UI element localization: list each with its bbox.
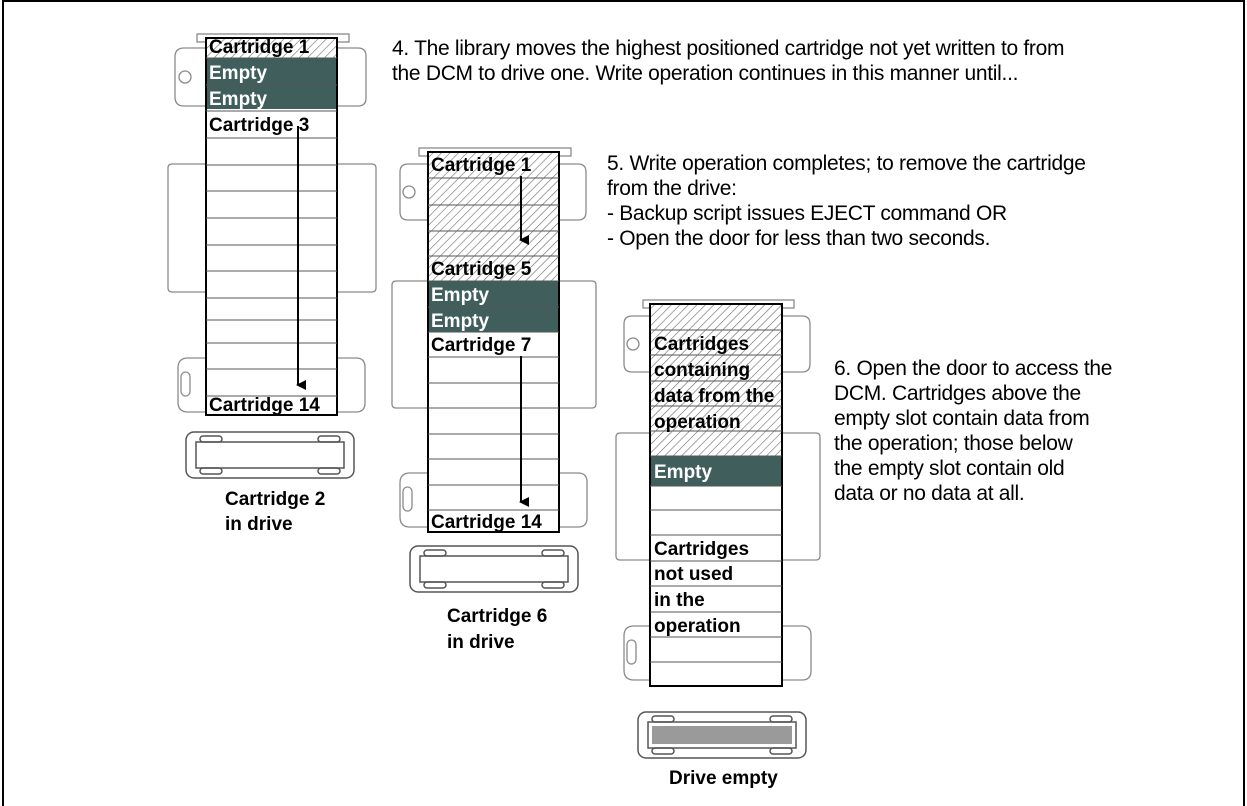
tape-drive-1 — [185, 431, 355, 479]
tape-drive-2 — [409, 545, 579, 593]
slot-label: operation — [654, 616, 741, 637]
slot-label: operation — [654, 412, 741, 433]
magazine-housing-3 — [615, 299, 821, 681]
frame-border-top — [2, 0, 1245, 2]
drive-caption: in drive — [225, 514, 293, 535]
step-4-text: 4. The library moves the highest positio… — [392, 36, 1065, 86]
drive-slot-empty — [652, 726, 792, 744]
slot-label: in the — [654, 590, 705, 611]
slot-label-empty: Empty — [654, 462, 713, 483]
slot-label: not used — [654, 564, 733, 585]
slot-label: Cartridges — [654, 539, 749, 560]
slot-label-empty: Empty — [431, 311, 490, 332]
slot-label-empty: Empty — [209, 89, 268, 110]
slot-label-empty: Empty — [431, 285, 490, 306]
tape-drive-3 — [637, 711, 807, 759]
step-5-line: from the drive: — [607, 177, 737, 200]
magazine-housing-1 — [167, 33, 377, 413]
slot-label: Cartridges — [654, 334, 749, 355]
magazine-panel-2: Cartridge 1 Cartridge 5 Empty Empty Cart… — [391, 147, 597, 653]
step-5-line: - Backup script issues EJECT command OR — [607, 202, 1007, 225]
step-6-line: DCM. Cartridges above the — [834, 382, 1081, 405]
drive-caption: in drive — [447, 632, 515, 653]
slot-label: Cartridge 5 — [431, 259, 532, 280]
slot-label: Cartridge 14 — [209, 395, 320, 416]
slot-hatched — [206, 38, 337, 58]
step-6-line: the operation; those below — [834, 432, 1073, 455]
step-4-line: the DCM to drive one. Write operation co… — [392, 62, 1019, 85]
step-6-line: empty slot contain data from — [834, 407, 1090, 430]
magazine-panel-1: Cartridge 1 Empty Empty Cartridge 3 Cart… — [167, 33, 377, 535]
step-5-line: - Open the door for less than two second… — [607, 227, 991, 250]
slot-hatched — [428, 152, 559, 281]
slot-label: Cartridge 1 — [209, 37, 310, 58]
slot-label: containing — [654, 360, 750, 381]
magazine-panel-3: Cartridges containing data from the oper… — [615, 299, 821, 789]
slot-empty-fill — [650, 456, 782, 486]
drive-caption: Cartridge 2 — [225, 489, 325, 510]
step-5-line: 5. Write operation completes; to remove … — [607, 152, 1086, 175]
slot-label: data from the — [654, 386, 774, 407]
drive-caption: Drive empty — [669, 768, 778, 789]
frame-border-right — [1243, 0, 1245, 806]
slot-label: Cartridge 7 — [431, 335, 531, 356]
step-6-text: 6. Open the door to access the DCM. Cart… — [834, 356, 1112, 506]
slot-label: Cartridge 1 — [431, 155, 532, 176]
step-6-line: 6. Open the door to access the — [834, 357, 1113, 380]
step-4-line: 4. The library moves the highest positio… — [392, 37, 1065, 60]
step-6-line: data or no data at all. — [834, 482, 1025, 505]
slot-label: Cartridge 14 — [431, 512, 542, 533]
drive-caption: Cartridge 6 — [447, 606, 547, 627]
step-6-line: the empty slot contain old — [834, 457, 1065, 480]
slot-label-empty: Empty — [209, 63, 268, 84]
frame-border-left — [2, 0, 4, 806]
slot-label: Cartridge 3 — [209, 115, 309, 136]
magazine-housing-2 — [391, 147, 597, 528]
slot-empty-fill — [206, 58, 337, 109]
step-5-text: 5. Write operation completes; to remove … — [607, 151, 1086, 251]
